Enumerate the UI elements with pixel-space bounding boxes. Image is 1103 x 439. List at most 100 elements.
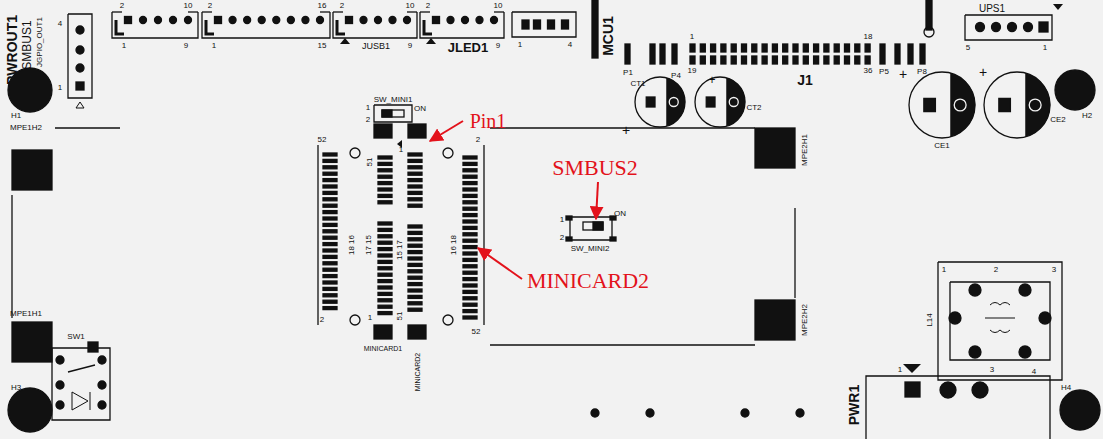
- minicard-pin: [463, 214, 477, 217]
- silkscreen-label: 19: [688, 67, 697, 75]
- j1-pin: [865, 56, 870, 64]
- header-outline: [320, 11, 330, 12]
- pin-pad: [317, 17, 324, 24]
- via-dot: [646, 409, 654, 417]
- minicard-pin: [378, 175, 392, 178]
- pin-pad: [375, 17, 382, 24]
- header-key: [337, 20, 345, 34]
- silkscreen-label: 1: [212, 42, 216, 50]
- silkscreen-label: 1: [399, 146, 403, 154]
- minicard-pin: [323, 268, 337, 271]
- minicard-pin: [463, 271, 477, 274]
- silkscreen-label: JUSB1: [362, 42, 390, 51]
- j1-pin: [731, 44, 736, 52]
- callout-arrow: [596, 182, 598, 219]
- j1-pin: [834, 44, 839, 52]
- silkscreen-label: JLED1: [448, 41, 488, 54]
- minicard-pin: [408, 191, 422, 194]
- minicard-pin: [408, 257, 422, 260]
- silkscreen-label: 16 18: [450, 235, 458, 255]
- minicard-pin: [408, 295, 422, 298]
- minicard-pin: [463, 169, 477, 172]
- callout-label: MINICARD2: [527, 270, 649, 292]
- minicard-pin: [408, 289, 422, 292]
- capacitor-outline: [909, 72, 975, 138]
- silkscreen-label: MINICARD2: [414, 353, 421, 392]
- silkscreen-label: 1: [898, 366, 902, 374]
- minicard-pin: [323, 172, 337, 175]
- minicard-pin: [463, 201, 477, 204]
- minicard-pin: [378, 260, 392, 263]
- minicard-pad: [408, 325, 426, 339]
- silkscreen-label: +: [708, 74, 715, 86]
- switch-pad: [408, 124, 426, 138]
- minicard-pin: [378, 248, 392, 251]
- pin-pad: [215, 17, 222, 24]
- header-outline: [112, 12, 198, 38]
- silkscreen-label: JGPIO_OUT1: [36, 17, 44, 67]
- silkscreen-label: 1: [368, 314, 372, 322]
- inductor-pad: [949, 312, 961, 324]
- board-edge: [11, 195, 12, 318]
- minicard-pin: [378, 299, 392, 302]
- minicard-pin: [323, 236, 337, 239]
- minicard-pin: [408, 166, 422, 169]
- minicard-pin: [408, 185, 422, 188]
- board-edge: [55, 127, 120, 128]
- j1-pin: [783, 56, 788, 64]
- minicard-pin: [463, 207, 477, 210]
- inductor-outline: [950, 282, 1050, 360]
- pin-pad: [905, 382, 920, 397]
- coil-symbol: [985, 303, 1015, 333]
- capacitor-pad: [954, 99, 966, 111]
- header-outline: [420, 11, 430, 12]
- silkscreen-label: ON: [414, 105, 426, 113]
- minicard-pin: [463, 265, 477, 268]
- minicard-pin: [378, 228, 392, 231]
- silkscreen-label: 3: [1052, 266, 1056, 274]
- pin-pad: [433, 17, 440, 24]
- capacitor-pad: [999, 98, 1011, 111]
- capacitor-pad: [924, 98, 936, 111]
- pin-pad: [76, 64, 84, 72]
- minicard-pin: [323, 249, 337, 252]
- minicard-pin: [323, 153, 337, 156]
- minicard-pin: [463, 182, 477, 185]
- connector-outline: [68, 14, 92, 98]
- j1-pad: [650, 44, 655, 64]
- silkscreen-label: 2: [476, 136, 480, 144]
- j1-pad: [672, 44, 677, 64]
- pin-pad: [389, 17, 396, 24]
- minicard-pin: [378, 235, 392, 238]
- header-outline: [494, 11, 504, 12]
- silkscreen-label: 1: [690, 33, 694, 41]
- dip-switch-outline: [570, 217, 612, 240]
- silkscreen-label: P4: [671, 72, 681, 80]
- j1-pin: [690, 56, 695, 64]
- minicard-pin: [378, 286, 392, 289]
- mcu-bar: [592, 0, 598, 58]
- silkscreen-label: SW_MINI2: [571, 245, 610, 253]
- silkscreen-label: 2: [366, 116, 370, 124]
- connector-outline: [965, 15, 1052, 40]
- pin-pad: [140, 17, 147, 24]
- silkscreen-label: P5: [879, 68, 889, 76]
- callout-arrow: [430, 121, 463, 141]
- minicard-pin: [408, 238, 422, 241]
- pin1-triangle: [340, 38, 350, 44]
- silkscreen-label: 2: [994, 266, 998, 274]
- minicard-hole: [350, 315, 360, 325]
- pin-pad: [258, 17, 265, 24]
- pin-pad: [462, 17, 469, 24]
- minicard-pin: [408, 159, 422, 162]
- pin1-triangle: [76, 102, 84, 108]
- pin-pad: [76, 46, 84, 54]
- silkscreen-label: 9: [184, 42, 188, 50]
- j1-pin: [762, 56, 767, 64]
- pin-pad: [476, 17, 483, 24]
- silkscreen-label: MPE1H2: [10, 124, 42, 132]
- silkscreen-label: 2: [320, 316, 324, 324]
- silkscreen-label: 52: [472, 328, 481, 336]
- minicard-pin: [378, 188, 392, 191]
- switch-pad: [98, 381, 106, 389]
